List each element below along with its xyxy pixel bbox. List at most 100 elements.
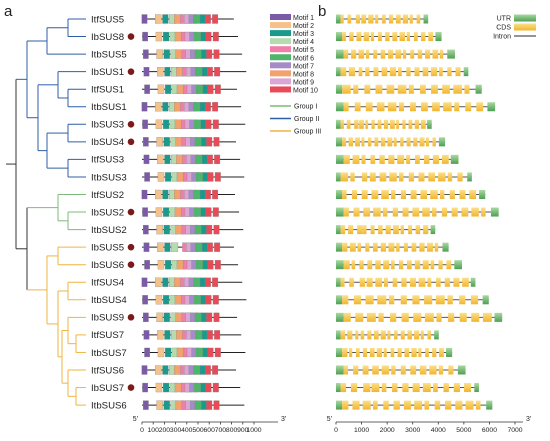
cds-exon [388,295,395,305]
cds-exon [343,312,351,322]
cds-exon [378,312,384,322]
cds-exon [432,137,436,147]
cds-exon [421,32,426,42]
motif-1-box [142,382,148,393]
motif-2-box [155,119,163,129]
motif-10-box [206,330,213,340]
cds-exon [433,383,438,393]
motif-3-box [163,224,170,235]
cds-exon [402,14,409,24]
gene-label: ItbSUS7 [91,348,127,359]
cds-exon [391,365,396,375]
cds-exon [429,365,437,375]
cds-exon [399,32,406,42]
cds-exon [476,102,484,112]
utr-5prime [336,312,344,322]
cds-exon [381,383,387,393]
cds-exon [342,295,349,305]
motif-legend-label: Motif 4 [293,39,314,46]
gene-structure-row [336,330,439,340]
cds-exon [395,49,402,59]
motif-2-box [156,137,163,147]
utr-5prime [336,260,344,270]
axis-tick-label: 0 [140,427,144,434]
motif-10-box [212,102,219,112]
cds-exon [438,172,446,182]
motif-legend-label: Motif 5 [293,47,314,54]
motif-2-box [155,365,162,375]
cds-exon [349,242,356,252]
motif-10-box [206,49,213,59]
cds-exon [418,172,425,182]
motif-10-box [214,242,221,252]
cds-exon [446,260,452,270]
gene-label: ItfSUS6 [91,365,124,376]
gene-structure-row [336,207,499,217]
cds-exon [481,207,486,217]
motif-2-box [155,189,162,200]
cds-exon [362,400,371,410]
motif-10-box [205,382,212,393]
gene-structure-row [336,67,469,77]
motif-6-box [195,154,203,165]
cds-exon [413,312,422,322]
gene-label: ItfSUS1 [91,85,124,96]
gene-marker-dot [127,68,135,75]
cds-exon [475,400,481,410]
utr-5prime [336,172,341,182]
gene-label: IbSUS7 [91,383,124,394]
motif-row [142,400,245,410]
motif-10-box [214,67,221,77]
motif-row [141,189,235,200]
motif-1-box [143,242,150,252]
cds-exon [340,172,349,182]
utr-5prime [336,102,344,112]
cds-exon [455,400,463,410]
cds-exon [424,400,430,410]
motif-row [142,31,238,42]
motif-10-box [204,102,211,112]
cds-exon [409,14,413,24]
motif-2-box [156,224,163,235]
cds-exon [392,32,398,42]
cds-exon [373,242,378,252]
cds-exon [400,225,404,235]
cds-exon [408,119,413,129]
utr-5prime [336,84,343,94]
gene-label: IbSUS1 [91,67,124,78]
cds-exon [388,14,394,24]
cds-exon [340,119,344,129]
gene-marker-dot [127,261,135,269]
motif-6-box [194,312,202,323]
motif-10-box [204,277,211,287]
cds-exon [419,84,426,94]
motif-6-box [195,260,204,270]
cds-exon [342,137,347,147]
cds-exon [401,312,409,322]
cds-exon [461,207,469,217]
cds-exon [365,119,369,129]
cds-exon [378,225,383,235]
utr-5prime [336,137,343,147]
gene-structure-row [336,190,486,199]
gene-label: ItfSUS4 [91,278,125,289]
utr-5prime [336,14,341,24]
cds-exon [365,102,373,112]
cds-exon [353,84,359,94]
cds-exon [366,277,373,287]
motif-row [142,67,247,77]
axis-start-label: 5' [327,416,332,423]
cds-exon [394,330,398,340]
cds-exon [371,119,375,129]
cds-exon [340,277,345,287]
axis-tick-label: 200 [159,427,171,434]
cds-exon [445,400,452,410]
motif-tracks [141,14,247,410]
axis-start-label: 5' [133,416,138,423]
motif-10-box [212,277,219,287]
cds-exon [383,400,389,410]
cds-exon [383,119,389,129]
cds-exon [371,190,379,199]
